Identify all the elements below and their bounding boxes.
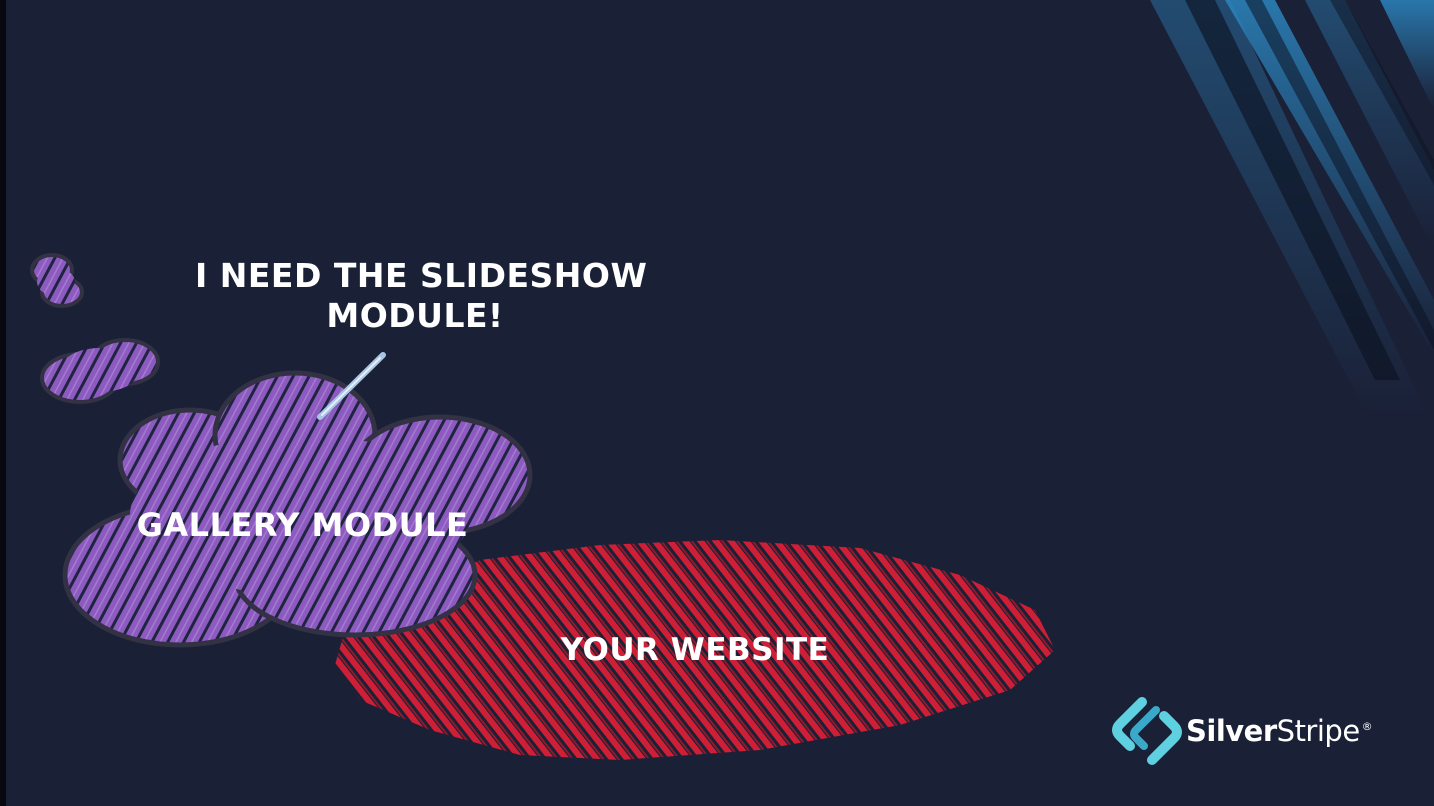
brand-part-1: Silver — [1186, 714, 1277, 748]
left-edge — [0, 0, 6, 806]
silverstripe-logo: SilverStripe® — [1112, 696, 1373, 766]
your-website-label: YOUR WEBSITE — [560, 632, 830, 668]
speech-line-1: I NEED THE SLIDESHOW — [195, 256, 648, 295]
registered-mark: ® — [1361, 720, 1373, 733]
corner-stripes — [1150, 0, 1434, 420]
gallery-module-label: GALLERY MODULE — [136, 506, 469, 544]
thought-puffs — [30, 253, 160, 404]
speech-line-2: MODULE! — [326, 296, 504, 335]
silverstripe-wordmark: SilverStripe® — [1186, 714, 1373, 748]
speech-text: I NEED THE SLIDESHOW MODULE! — [195, 256, 648, 336]
speech-pointer — [317, 352, 386, 420]
silverstripe-mark-icon — [1112, 697, 1182, 765]
brand-part-2: Stripe — [1276, 714, 1361, 748]
gallery-cloud — [62, 370, 533, 648]
website-scribble — [335, 540, 1055, 760]
